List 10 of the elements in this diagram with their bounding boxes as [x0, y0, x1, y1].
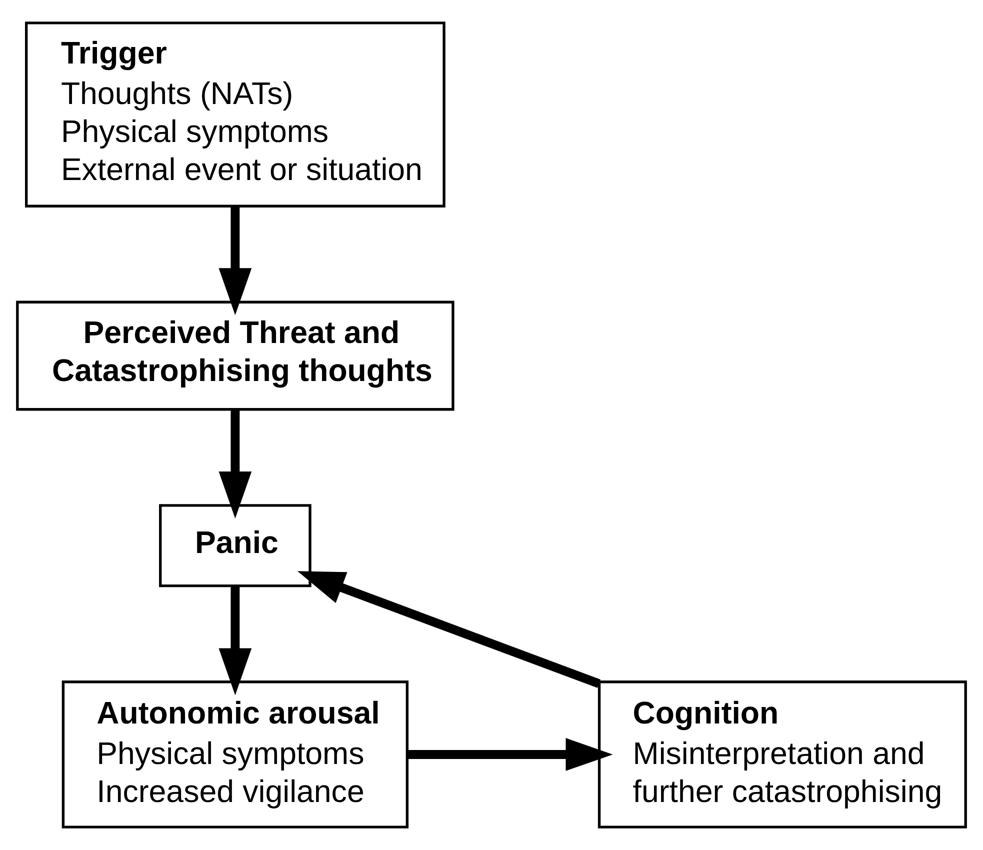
node-box: Autonomic arousal Physical symptoms Increased vigilance: [62, 680, 409, 828]
node-box: Cognition Misinterpretation and further catastrophising: [598, 680, 967, 828]
arrow: [297, 571, 601, 688]
node-box: Trigger Thoughts (NATs) Physical symptoms External event or situation: [25, 22, 446, 208]
node-box: Panic: [159, 504, 312, 588]
arrow: [218, 586, 252, 696]
arrow: [218, 206, 252, 316]
arrow: [218, 410, 252, 518]
node-box: Perceived Threat and Catastrophising thoughts: [16, 300, 454, 411]
arrow: [407, 738, 613, 771]
